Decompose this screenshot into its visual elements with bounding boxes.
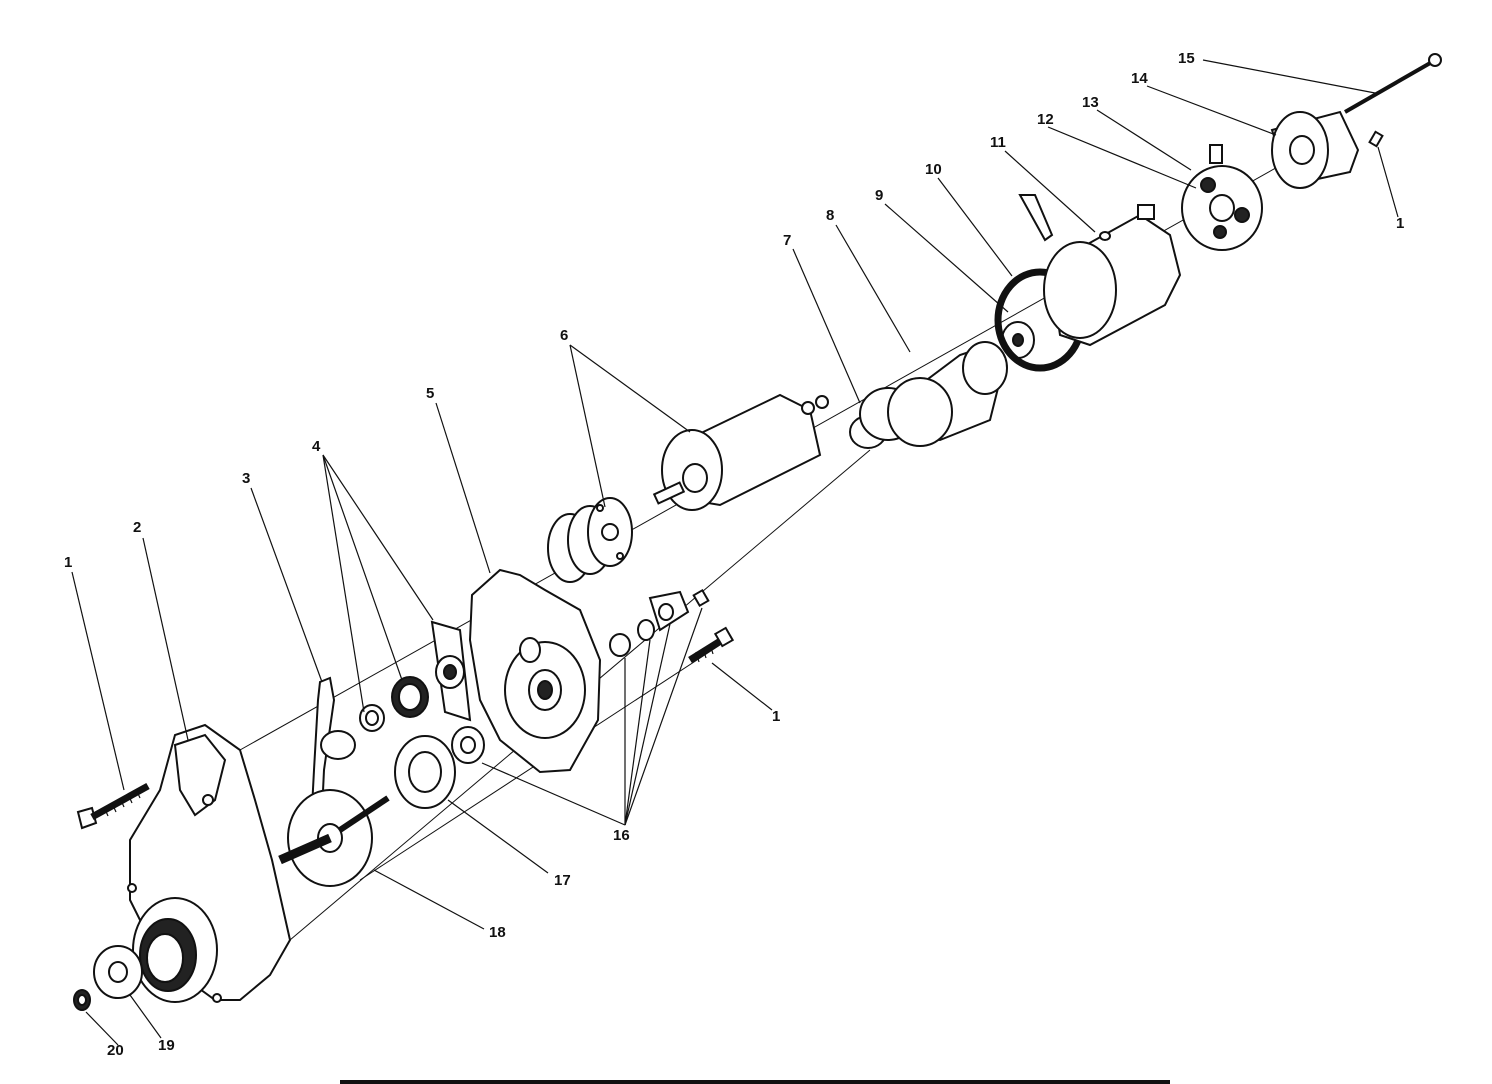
callout-1-left: 1	[64, 554, 72, 571]
bottom-crop-bar	[340, 1080, 1170, 1084]
bolt-left	[76, 782, 150, 830]
pinion-gear	[93, 945, 143, 999]
armature	[887, 341, 1008, 447]
callout-17: 17	[554, 872, 571, 889]
callout-4: 4	[312, 438, 321, 455]
callout-15: 15	[1178, 50, 1195, 67]
pinion-shaft	[278, 789, 390, 887]
callout-2: 2	[133, 519, 141, 536]
brush-holder	[1181, 144, 1263, 251]
callout-19: 19	[158, 1037, 175, 1054]
callout-11: 11	[990, 134, 1006, 151]
callout-14: 14	[1131, 70, 1148, 87]
callout-13: 13	[1082, 94, 1099, 111]
callout-10: 10	[925, 161, 942, 178]
callout-7: 7	[783, 232, 791, 249]
through-bolt	[1344, 53, 1442, 114]
end-cover	[1270, 110, 1360, 189]
callout-labels: 1 2 3 4 5 6 7 8 9 10 11 12 13 14 15 1 1 …	[64, 50, 1404, 1059]
callout-16: 16	[613, 827, 630, 844]
solenoid-assembly	[547, 393, 829, 583]
callout-6: 6	[560, 327, 568, 344]
callout-20: 20	[107, 1042, 124, 1059]
intermediate-housing	[468, 568, 602, 774]
drive-housing	[127, 723, 292, 1003]
leader-lines	[71, 59, 1399, 1046]
callout-3: 3	[242, 470, 250, 487]
callout-9: 9	[875, 187, 883, 204]
screw-right-top	[1368, 130, 1384, 148]
snap-ring	[73, 989, 91, 1011]
springs-and-washer	[359, 620, 472, 732]
shift-lever	[310, 676, 356, 814]
callout-1-right: 1	[1396, 215, 1404, 232]
washers-and-clips	[451, 588, 710, 764]
field-frame	[1018, 194, 1182, 347]
bolt-middle	[688, 626, 735, 663]
callout-8: 8	[826, 207, 834, 224]
callout-18: 18	[489, 924, 506, 941]
callout-12: 12	[1037, 111, 1054, 128]
callout-1-middle: 1	[772, 708, 780, 725]
reduction-gear	[394, 735, 456, 809]
callout-5: 5	[426, 385, 434, 402]
